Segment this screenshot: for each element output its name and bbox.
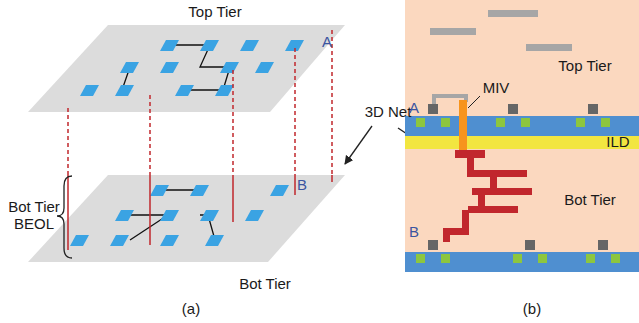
diffusion — [513, 254, 522, 263]
3d-net-solid — [67, 175, 69, 250]
gate — [428, 240, 438, 250]
cell — [80, 85, 99, 96]
diffusion — [441, 118, 450, 127]
3d-net-dashed — [232, 70, 234, 175]
3d-net-solid — [232, 175, 234, 222]
3d-net — [443, 150, 532, 242]
3d-net-solid — [149, 175, 151, 245]
pointer-line — [345, 126, 372, 164]
diffusion — [416, 118, 425, 127]
cell — [200, 210, 219, 221]
3d-net-solid — [331, 175, 333, 182]
leader-line — [468, 96, 480, 108]
diffusion — [538, 254, 547, 263]
tier-label: Bot Tier BEOL — [3, 198, 65, 233]
gate — [428, 104, 438, 114]
cell — [115, 210, 134, 221]
diffusion — [586, 254, 595, 263]
cell — [240, 40, 259, 51]
3d-net-dashed — [331, 30, 333, 175]
cell — [190, 185, 209, 196]
cells — [70, 40, 304, 246]
cell — [70, 235, 89, 246]
diffusion — [611, 254, 620, 263]
cell — [200, 40, 219, 51]
cell — [160, 40, 179, 51]
tier-label: Bot Tier — [239, 275, 291, 292]
devices — [416, 104, 620, 263]
cell — [115, 85, 134, 96]
tier-label: Bot Tier — [564, 191, 616, 208]
diffusion — [601, 118, 610, 127]
pin-label: B — [297, 176, 307, 193]
3d-net-dashed — [149, 95, 151, 175]
gate — [525, 240, 535, 250]
diffusion — [576, 118, 585, 127]
cell — [150, 185, 169, 196]
bot-tier-plane — [28, 175, 345, 262]
cell — [245, 210, 264, 221]
cell — [160, 235, 179, 246]
cell — [160, 62, 179, 73]
cell — [220, 62, 239, 73]
3d-net-dashed — [294, 48, 296, 175]
cross-section — [405, 0, 639, 272]
pin-label: A — [322, 33, 332, 50]
cell — [215, 85, 234, 96]
ild-layer — [405, 136, 639, 149]
bot-substrate — [405, 252, 639, 272]
metal-wire — [526, 44, 572, 51]
3d-net-lines — [68, 30, 332, 250]
callout-label: 3D Net — [365, 103, 412, 120]
panel-label: (b) — [523, 300, 541, 317]
gate — [508, 104, 518, 114]
top-tier-plane — [28, 25, 345, 112]
brace — [57, 176, 72, 258]
metal-wire — [488, 10, 538, 17]
gate — [598, 240, 608, 250]
pin-label: A — [409, 99, 419, 116]
diffusion — [441, 254, 450, 263]
miv — [459, 100, 467, 150]
tier-label: Top Tier — [188, 3, 241, 20]
layer-label: ILD — [606, 133, 629, 150]
metal-wire — [430, 28, 476, 35]
panel-label: (a) — [182, 300, 200, 317]
cell — [175, 85, 194, 96]
top-substrate — [405, 116, 639, 136]
pin-label: B — [409, 223, 419, 240]
diffusion — [496, 118, 505, 127]
cell — [160, 210, 179, 221]
diffusion — [521, 118, 530, 127]
cell — [110, 235, 129, 246]
diffusion — [416, 254, 425, 263]
cell — [205, 235, 224, 246]
3d-net-dashed — [67, 108, 69, 175]
cell — [270, 185, 289, 196]
tier-label: Top Tier — [558, 57, 611, 74]
part-label: MIV — [483, 79, 510, 96]
cell — [255, 62, 274, 73]
cell — [120, 62, 139, 73]
gate — [588, 104, 598, 114]
3d-net-solid — [294, 175, 296, 195]
wires — [122, 45, 230, 240]
